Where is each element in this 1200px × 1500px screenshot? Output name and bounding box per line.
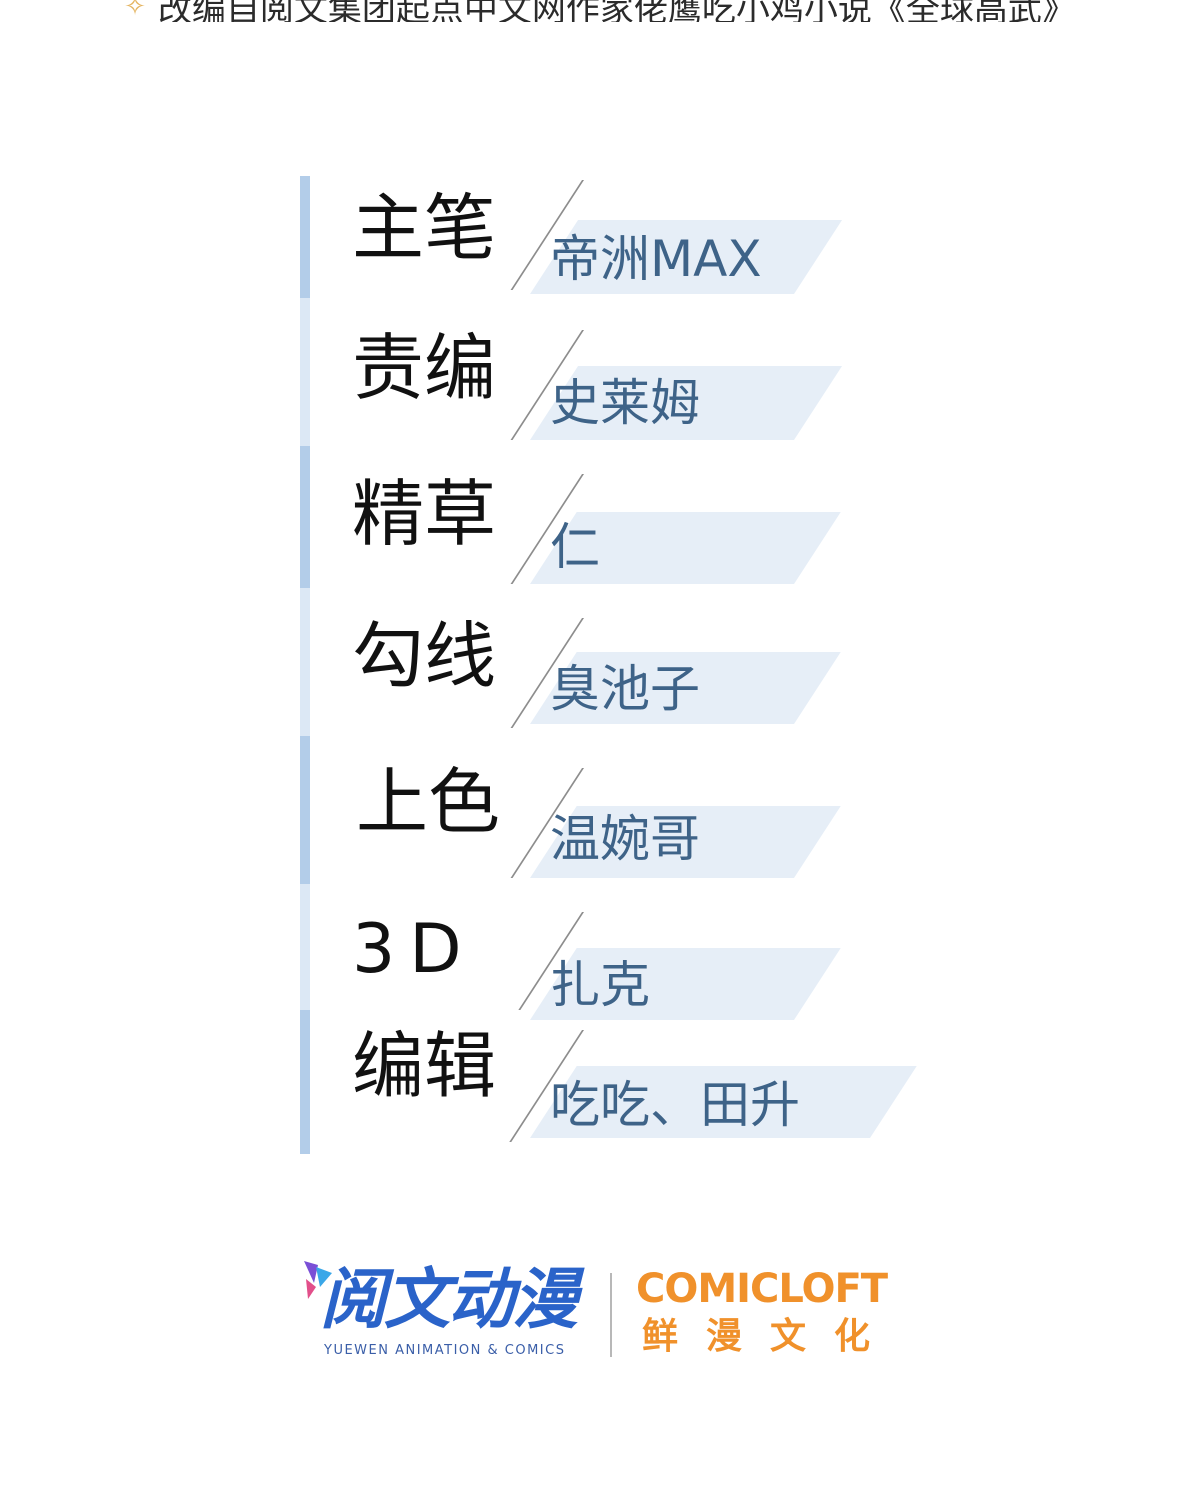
credit-row: 精草 仁 xyxy=(300,446,940,588)
credit-name: 臭池子 xyxy=(550,660,700,718)
credit-role: 精草 xyxy=(352,472,497,556)
credit-role: 3D xyxy=(352,910,476,989)
credit-role: 勾线 xyxy=(352,614,497,698)
yuewen-logo: 阅文动漫 YUEWEN ANIMATION & COMICS xyxy=(300,1255,590,1365)
credit-role: 责编 xyxy=(352,326,497,410)
logo-divider xyxy=(610,1273,612,1357)
comicloft-subtitle: 鲜漫文化 xyxy=(642,1316,899,1357)
credit-row: 编辑 吃吃、田升 xyxy=(300,1010,940,1154)
row-accent-bar xyxy=(300,736,310,884)
credit-row: 勾线 臭池子 xyxy=(300,588,940,736)
row-accent-bar xyxy=(300,1010,310,1154)
credit-role: 编辑 xyxy=(352,1024,497,1108)
yuewen-subtitle: YUEWEN ANIMATION & COMICS xyxy=(324,1343,566,1358)
row-accent-bar xyxy=(300,884,310,1010)
credit-row: 上色 温婉哥 xyxy=(300,736,940,884)
yuewen-name: 阅文动漫 xyxy=(320,1261,578,1338)
publisher-logos: 阅文动漫 YUEWEN ANIMATION & COMICS COMICLOFT… xyxy=(300,1255,900,1365)
credit-row: 3D 扎克 xyxy=(300,884,940,1020)
credits-list: 主笔 帝洲MAX 责编 史莱姆 精草 仁 勾线 臭池子 上色 温婉哥 3D xyxy=(300,176,940,1156)
credit-name: 吃吃、田升 xyxy=(550,1076,800,1134)
row-accent-bar xyxy=(300,298,310,446)
credit-name: 史莱姆 xyxy=(550,374,700,432)
row-accent-bar xyxy=(300,446,310,588)
row-accent-bar xyxy=(300,176,310,298)
credit-name: 扎克 xyxy=(550,956,650,1014)
row-accent-bar xyxy=(300,588,310,736)
credit-row: 责编 史莱姆 xyxy=(300,298,940,446)
top-caption: ✧ 改编自阅文集团起点中文网作家佬鹰吃小鸡小说《全球高武》 xyxy=(0,0,1200,22)
credit-name: 温婉哥 xyxy=(550,810,700,868)
sparkle-icon: ✧ xyxy=(124,0,146,22)
comicloft-logo: COMICLOFT 鲜漫文化 xyxy=(636,1269,896,1359)
adaptation-caption: 改编自阅文集团起点中文网作家佬鹰吃小鸡小说《全球高武》 xyxy=(157,0,1076,22)
credit-name: 帝洲MAX xyxy=(550,230,762,288)
yuewen-mark-icon xyxy=(304,1261,332,1299)
comicloft-name: COMICLOFT xyxy=(636,1266,888,1312)
credit-name: 仁 xyxy=(550,518,600,576)
credit-role: 上色 xyxy=(356,760,501,844)
credit-role: 主笔 xyxy=(352,186,497,270)
credit-row: 主笔 帝洲MAX xyxy=(300,176,940,298)
